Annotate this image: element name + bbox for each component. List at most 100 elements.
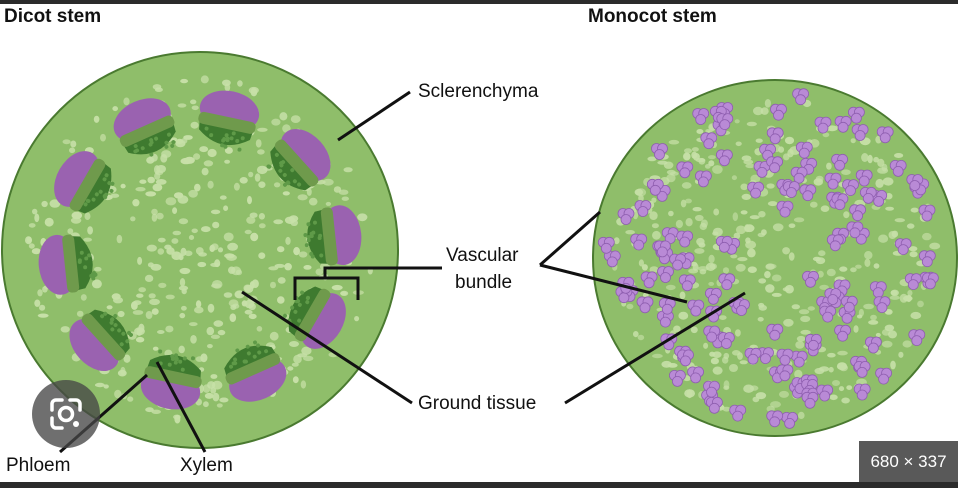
pith-cell: [255, 139, 262, 148]
bundle-lobe: [779, 206, 791, 218]
bundle-lobe: [732, 410, 744, 422]
pith-cell: [191, 105, 199, 111]
ground-cell: [788, 252, 795, 261]
xylem-vessel: [306, 222, 311, 227]
bundle-lobe: [750, 187, 761, 199]
dicot-vascular-bundles: [38, 90, 362, 410]
cambium-band: [144, 366, 202, 389]
pith-cell: [184, 250, 193, 257]
xylem-vessel: [220, 143, 225, 148]
ground-cell: [783, 318, 794, 327]
monocot-vascular-bundle: [853, 360, 871, 378]
bundle-lobe: [672, 375, 683, 387]
ground-cell: [856, 314, 863, 319]
xylem-vessel: [117, 328, 122, 333]
pith-cell: [226, 254, 237, 261]
monocot-vascular-bundle: [859, 186, 877, 204]
xylem-vessel: [209, 133, 214, 138]
bundle-lobe: [718, 241, 730, 253]
pith-cell: [268, 266, 279, 271]
bundle-lobe: [817, 122, 829, 134]
pith-cell: [194, 183, 201, 192]
ground-cell: [817, 270, 824, 278]
xylem-vessel: [83, 265, 88, 270]
xylem-vessel: [180, 367, 185, 372]
bundle-lobe: [654, 149, 665, 160]
bundle-lobe: [805, 276, 816, 288]
bundle-lobe: [769, 162, 780, 174]
pith-cell: [289, 341, 299, 347]
pith-cell: [83, 237, 92, 242]
dicot-vascular-bundle: [303, 205, 362, 266]
pith-cell: [117, 310, 125, 318]
monocot-vascular-bundle: [842, 179, 859, 197]
pith-cell: [277, 246, 285, 253]
monocot-vascular-bundle: [718, 332, 735, 349]
pith-cell: [147, 262, 154, 268]
ground-cell: [772, 223, 784, 232]
pith-cell: [112, 106, 118, 112]
pith-cell: [298, 251, 308, 258]
bundle-lobe: [600, 242, 612, 254]
pith-cell: [204, 392, 214, 399]
ground-cell: [882, 177, 894, 186]
dicot-vascular-bundle: [224, 340, 287, 402]
monocot-vascular-bundle: [766, 127, 784, 145]
monocot-vascular-bundle: [776, 364, 794, 382]
google-lens-button[interactable]: [32, 380, 100, 448]
monocot-vascular-bundle: [759, 143, 776, 161]
xylem-vessel: [240, 136, 245, 141]
monocot-vascular-bundle: [918, 204, 936, 222]
monocot-vascular-bundle: [873, 296, 891, 314]
ground-cell: [787, 149, 794, 158]
monocot-vascular-bundle: [766, 156, 783, 174]
monocot-vascular-bundle: [783, 181, 800, 198]
monocot-vascular-bundle: [894, 238, 912, 256]
bundle-lobe: [858, 175, 870, 187]
bundle-lobe: [837, 330, 848, 342]
bundle-lobe: [680, 355, 691, 367]
ground-cell: [692, 263, 699, 271]
pith-cell: [297, 194, 308, 201]
cambium-band: [81, 313, 126, 361]
xylem-vessel: [170, 143, 175, 148]
monocot-vascular-bundle: [849, 204, 866, 222]
xylem-vessel: [306, 238, 311, 243]
ground-cell: [647, 156, 657, 162]
pith-cell: [177, 195, 189, 204]
pith-cell: [87, 226, 93, 235]
cambium-band: [225, 353, 281, 385]
ground-cell: [626, 303, 634, 310]
monocot-vascular-bundle: [766, 323, 784, 341]
xylem-vessel: [300, 290, 305, 295]
ground-cell: [794, 369, 803, 379]
pith-cell: [207, 148, 217, 158]
xylem-vessel: [293, 309, 298, 314]
bundle-lobe: [756, 166, 768, 178]
ground-cell: [791, 304, 800, 310]
ground-cell: [734, 119, 740, 124]
xylem-vessel: [309, 234, 314, 239]
pith-cell: [28, 243, 35, 249]
xylem-vessel: [140, 146, 145, 151]
pith-cell: [291, 362, 299, 367]
pith-cell: [244, 229, 252, 235]
xylem-vessel: [125, 339, 130, 344]
ground-cell: [829, 394, 838, 400]
pith-cell: [178, 218, 189, 225]
xylem-vessel: [305, 300, 310, 305]
pith-cell: [232, 303, 240, 309]
monocot-vascular-bundle: [676, 161, 694, 179]
ground-cell: [782, 247, 790, 255]
pith-cell: [181, 305, 187, 311]
pith-cell: [195, 300, 202, 308]
bundle-lobe: [719, 119, 731, 130]
ground-cell: [841, 397, 850, 404]
ground-cell: [708, 155, 716, 160]
bundle-lobe: [851, 112, 862, 124]
pith-cell: [282, 124, 291, 133]
pith-cell: [201, 167, 209, 176]
ground-cell: [827, 352, 836, 358]
ground-cell: [746, 121, 757, 127]
monocot-vascular-bundle: [687, 366, 704, 384]
